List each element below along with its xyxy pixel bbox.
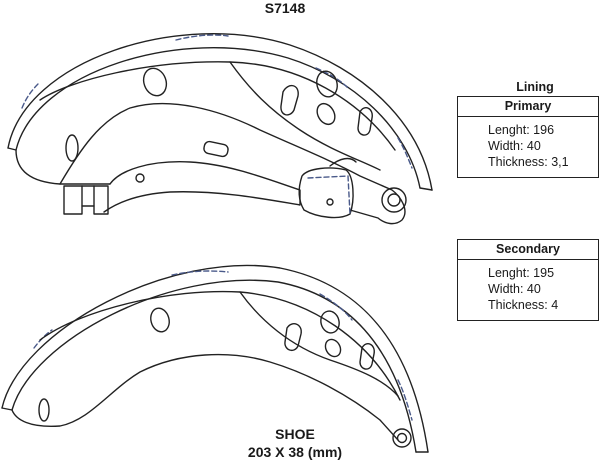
secondary-brake-shoe (1, 264, 429, 453)
primary-lining-outer (7, 33, 433, 191)
primary-lining-title: Primary (458, 97, 598, 117)
part-number-title: S7148 (264, 0, 306, 16)
secondary-lining-inner (11, 279, 417, 453)
secondary-lining-title: Secondary (458, 240, 598, 260)
primary-lining-spec-box: Primary Lenght: 196 Width: 40 Thickness:… (457, 96, 599, 178)
primary-web (59, 102, 406, 225)
lining-caption: Lining (516, 80, 554, 94)
primary-end-lug (63, 185, 109, 215)
secondary-lining-spec-box: Secondary Lenght: 195 Width: 40 Thicknes… (457, 239, 599, 321)
secondary-lining-outer (1, 264, 429, 453)
shoe-caption: SHOE (275, 426, 315, 442)
primary-lining-width: Width: 40 (488, 139, 541, 153)
secondary-web (11, 353, 399, 441)
primary-pivot-eye (381, 187, 407, 213)
primary-brake-shoe (7, 33, 433, 225)
secondary-lining-thickness: Thickness: 4 (488, 298, 559, 312)
primary-lining-thickness: Thickness: 3,1 (488, 155, 569, 169)
secondary-lining-length: Lenght: 195 (488, 266, 555, 280)
secondary-pivot-eye (392, 428, 412, 448)
primary-lining-inner (15, 47, 421, 189)
shoe-dimensions: 203 X 38 (mm) (247, 444, 343, 460)
secondary-lining-width: Width: 40 (488, 282, 541, 296)
primary-lining-length: Lenght: 196 (488, 123, 555, 137)
primary-hinge-plate (298, 167, 354, 219)
shoe-caption-block: SHOE 203 X 38 (mm) (240, 425, 350, 461)
